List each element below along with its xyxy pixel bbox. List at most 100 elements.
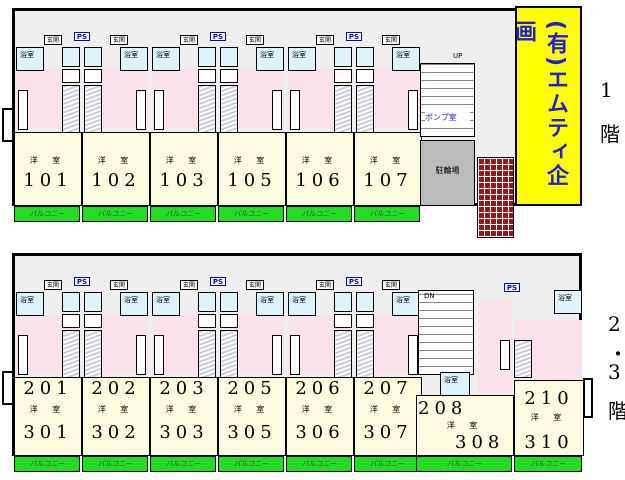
bathroom: 浴室 [152, 292, 180, 316]
western-room [354, 377, 422, 456]
bike-parking [420, 140, 475, 206]
washer-space [334, 314, 352, 328]
washer-space [62, 69, 80, 83]
toilet [220, 47, 238, 67]
entrance-label: 玄関 [180, 35, 198, 45]
kitchen-counter [500, 340, 510, 370]
kitchen-counter [272, 335, 282, 375]
window-bay [583, 378, 593, 418]
bathroom: 浴室 [16, 292, 44, 316]
room-number: 106 [295, 170, 345, 191]
kitchen-counter [18, 335, 28, 375]
kitchen-counter [18, 90, 28, 130]
entrance-label: 玄関 [110, 35, 128, 45]
room-number: 210 [524, 388, 574, 409]
room-label: 洋 室 [301, 405, 339, 414]
bathroom: 浴室 [392, 292, 420, 316]
room-label: 洋 室 [446, 421, 484, 430]
toilet [84, 292, 102, 312]
ps-label: PS [74, 277, 90, 286]
ps-label: PS [346, 32, 362, 41]
dn-label: DN [424, 292, 435, 300]
room-label: 洋 室 [29, 405, 67, 414]
western-room [286, 132, 354, 206]
washer-space [198, 314, 216, 328]
balcony: バルコニー [82, 456, 148, 472]
closet [198, 330, 216, 378]
room-label: 洋 室 [233, 405, 271, 414]
room-number: 205 [227, 378, 277, 399]
bathroom: 浴室 [554, 290, 582, 314]
window-bay [2, 371, 14, 405]
floor-label: ・ [608, 338, 625, 366]
entrance-steps [477, 157, 514, 238]
western-room [354, 132, 422, 206]
room-number: 208 [418, 398, 468, 419]
ps-label: PS [210, 32, 226, 41]
entrance-label: 玄関 [44, 280, 62, 290]
room-number: 102 [91, 170, 141, 191]
western-room [82, 132, 150, 206]
bathroom: 浴室 [256, 47, 284, 71]
company-name: (有)エムティ企画 [511, 20, 568, 189]
western-room [150, 132, 218, 206]
entrance-label: 玄関 [110, 280, 128, 290]
room-number: 307 [363, 422, 413, 443]
pump-room-label: ポンプ室 [425, 112, 470, 124]
room-label: 洋 室 [97, 405, 135, 414]
bathroom-208: 浴室 [440, 372, 470, 396]
entrance-label: 玄関 [246, 280, 264, 290]
room-number: 308 [455, 432, 505, 453]
floor-label: 階 [608, 399, 625, 423]
staircase-up [420, 63, 475, 137]
room-label: 洋 室 [233, 156, 271, 165]
staircase-down [418, 290, 474, 375]
room-number: 306 [295, 422, 345, 443]
washer-space [62, 314, 80, 328]
balcony: バルコニー [354, 456, 420, 472]
kitchen-counter [154, 90, 164, 130]
bike-parking-label: 駐輪場 [435, 166, 460, 175]
balcony: バルコニー [14, 206, 80, 222]
closet [220, 330, 238, 378]
toilet [356, 47, 374, 67]
balcony: バルコニー [14, 456, 80, 472]
room-number: 103 [159, 170, 209, 191]
entrance-label: 玄関 [382, 280, 400, 290]
bathroom: 浴室 [288, 47, 316, 71]
entrance-label: 玄関 [316, 35, 334, 45]
western-room [286, 377, 354, 456]
balcony: バルコニー [354, 206, 420, 222]
toilet [198, 47, 216, 67]
balcony: バルコニー [286, 206, 352, 222]
window-bay [2, 108, 14, 142]
western-room [82, 377, 150, 456]
bathroom: 浴室 [120, 292, 148, 316]
closet [62, 330, 80, 378]
western-room [218, 377, 286, 456]
entrance-label: 玄関 [316, 280, 334, 290]
bathroom: 浴室 [16, 47, 44, 71]
room-number: 310 [524, 432, 574, 453]
toilet [198, 292, 216, 312]
room-label: 洋 室 [369, 405, 407, 414]
entrance-label: 玄関 [44, 35, 62, 45]
kitchen-counter [408, 335, 418, 375]
balcony: バルコニー [286, 456, 352, 472]
balcony: バルコニー [150, 456, 216, 472]
room-number: 203 [159, 378, 209, 399]
closet [356, 330, 374, 378]
western-room [218, 132, 286, 206]
unit-210-room [514, 380, 584, 456]
room-number: 202 [91, 378, 141, 399]
ps-label: PS [504, 283, 520, 292]
balcony: バルコニー [416, 456, 512, 472]
room-number: 101 [23, 170, 73, 191]
toilet [334, 292, 352, 312]
balcony: バルコニー [82, 206, 148, 222]
kitchen-counter [154, 335, 164, 375]
room-number: 105 [227, 170, 277, 191]
washer-space [356, 314, 374, 328]
room-number: 206 [295, 378, 345, 399]
washer-space [198, 69, 216, 83]
